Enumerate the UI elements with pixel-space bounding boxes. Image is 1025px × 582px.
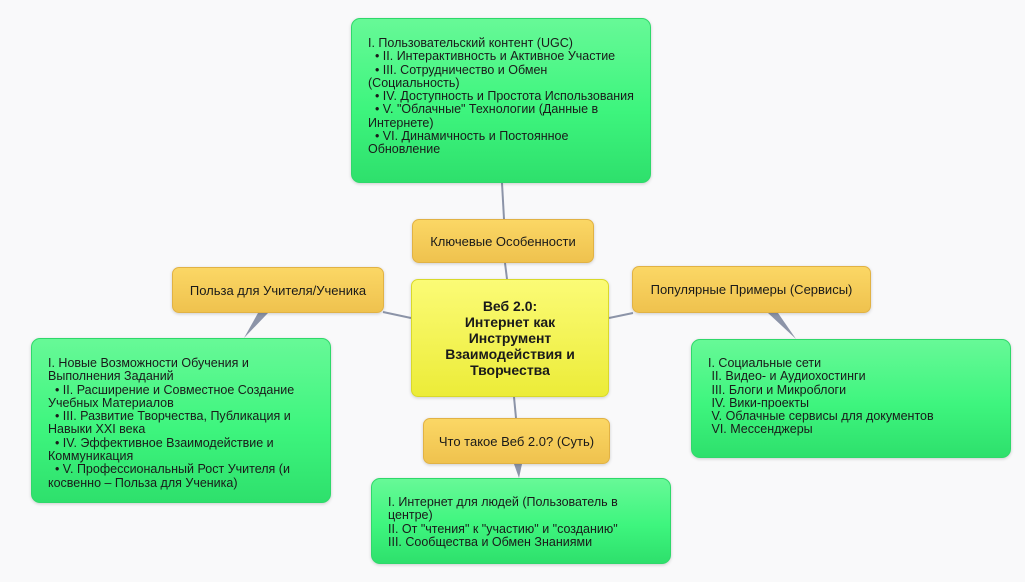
list-item: II. От "чтения" к "участию" и "созданию" [388,521,618,536]
list-item: I. Интернет для людей (Пользователь в це… [388,495,622,523]
leaf-what-is[interactable]: I. Интернет для людей (Пользователь в це… [371,478,671,564]
leaf-benefits[interactable]: I. Новые Возможности Обучения и Выполнен… [31,338,331,503]
branch-label: Популярные Примеры (Сервисы) [650,282,853,297]
leaf-key-features[interactable]: I. Пользовательский контент (UGC) • II. … [351,18,651,183]
connector-root-what-is [513,396,517,419]
list-item: I. Социальные сети [708,356,822,370]
branch-label: Ключевые Особенности [430,233,576,249]
list-item: III. Блоги и Микроблоги [708,382,847,397]
list-item: • III. Развитие Творчества, Публикация и… [48,409,295,437]
connector-popular-leaf [768,313,796,339]
branch-popular-examples[interactable]: Популярные Примеры (Сервисы) [632,266,871,313]
connector-root-key-features [504,262,508,280]
list-item: • IV. Доступность и Простота Использован… [368,89,634,104]
list-item: • VI. Динамичность и Постоянное Обновлен… [368,129,572,157]
list-item: • V. "Облачные" Технологии (Данные в Инт… [368,102,602,130]
root-node[interactable]: Веб 2.0: Интернет как Инструмент Взаимод… [411,279,609,397]
list-item: • II. Интерактивность и Активное Участие [368,49,616,64]
branch-key-features[interactable]: Ключевые Особенности [412,219,594,263]
connector-root-benefits [382,311,412,319]
list-item: II. Видео- и Аудиохостинги [708,369,866,384]
list-item: • II. Расширение и Совместное Создание У… [48,382,298,410]
list-item: I. Новые Возможности Обучения и Выполнен… [48,356,253,384]
list-item: I. Пользовательский контент (UGC) [368,36,573,50]
list-item: • IV. Эффективное Взаимодействие и Комму… [48,435,278,464]
connector-what-is-leaf [514,464,522,478]
list-item: • V. Профессиональный Рост Учителя (и ко… [48,462,294,490]
list-item: VI. Мессенджеры [708,422,813,437]
branch-label: Что такое Веб 2.0? (Суть) [438,433,595,449]
branch-what-is[interactable]: Что такое Веб 2.0? (Суть) [423,418,610,464]
list-item: • III. Сотрудничество и Обмен (Социально… [368,62,551,90]
list-item: V. Облачные сервисы для документов [708,409,934,424]
leaf-popular-examples[interactable]: I. Социальные сети II. Видео- и Аудиохос… [691,339,1011,458]
connector-benefits-leaf [244,313,268,338]
connector-root-popular [608,312,634,319]
branch-benefits[interactable]: Польза для Учителя/Ученика [172,267,384,313]
connector-key-features-leaf [501,182,505,220]
list-item: IV. Вики-проекты [708,395,809,410]
branch-label: Польза для Учителя/Ученика [189,282,367,298]
list-item: III. Сообщества и Обмен Знаниями [388,534,593,549]
